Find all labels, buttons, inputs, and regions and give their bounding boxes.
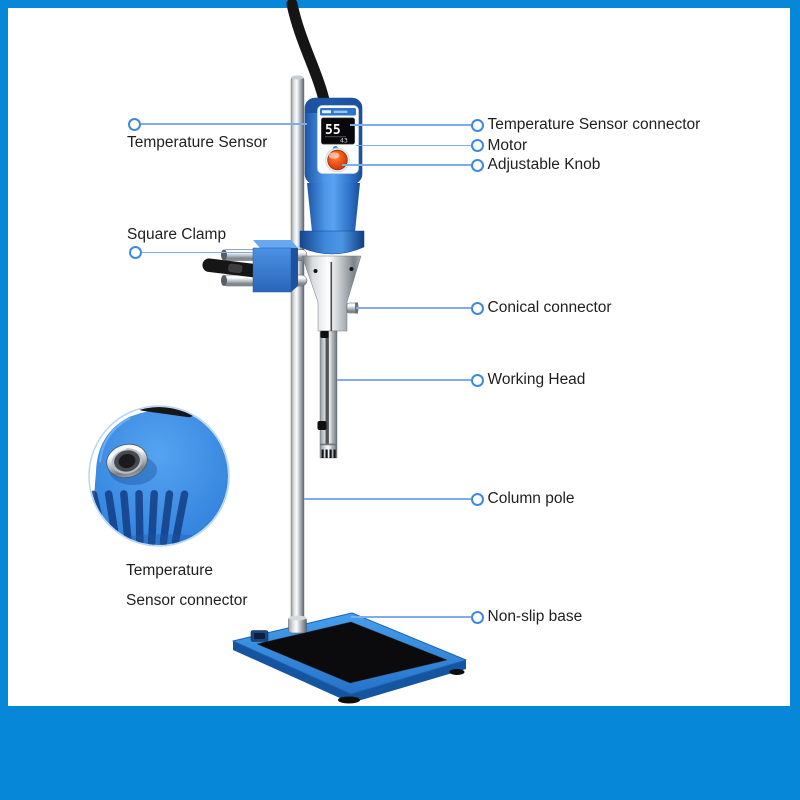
leader-line — [303, 498, 471, 500]
zoom-inset-circle — [88, 405, 230, 547]
inset-cable-cap — [136, 407, 197, 418]
inset-caption-line1: Temperature — [126, 562, 214, 579]
callout-square-clamp: Square Clamp — [127, 226, 227, 243]
frame-bottom-band — [0, 706, 800, 800]
leader-line — [356, 144, 471, 147]
callout-adjustable-knob: Adjustable Knob — [487, 156, 601, 173]
leader-line — [356, 307, 471, 309]
callout-motor: Motor — [487, 136, 528, 154]
callout-non-slip-base: Non-slip base — [487, 608, 583, 625]
clamp-knob-graphic — [202, 258, 261, 278]
callout-marker — [471, 373, 484, 387]
frame-left-bar — [0, 0, 8, 800]
callout-marker — [128, 246, 142, 259]
working-head-graphic — [317, 330, 338, 459]
callout-temperature-sensor-connector: Temperature Sensor connector — [487, 116, 701, 133]
leader-line — [350, 124, 471, 126]
callout-temperature-sensor: Temperature Sensor — [127, 134, 268, 151]
column-pole-graphic — [290, 75, 305, 623]
power-cable-graphic — [286, 0, 331, 110]
callout-marker — [471, 492, 484, 506]
leader-line — [337, 379, 471, 381]
lcd-sub-value: 43 — [340, 137, 348, 145]
callout-marker — [471, 139, 484, 152]
leader-line — [141, 123, 307, 125]
inset-caption-line2: Sensor connector — [126, 592, 248, 609]
leader-line — [141, 251, 253, 254]
sensor-port-graphic — [106, 443, 148, 479]
callout-marker — [471, 158, 484, 172]
callout-column-pole: Column pole — [487, 490, 575, 507]
leader-line — [342, 164, 471, 166]
conical-connector-graphic — [301, 255, 362, 332]
non-slip-pad-graphic — [256, 621, 448, 684]
callout-marker — [127, 117, 141, 131]
motor-unit-graphic: 55 43 — [299, 97, 365, 459]
callout-working-head: Working Head — [487, 371, 586, 388]
frame-top-bar — [0, 0, 800, 8]
lcd-main-value: 55 — [325, 123, 341, 138]
frame-right-bar — [790, 0, 800, 800]
lcd-display — [321, 117, 355, 145]
callout-marker — [471, 610, 484, 624]
callout-marker — [471, 301, 484, 315]
callout-conical-connector: Conical connector — [487, 299, 612, 316]
square-clamp-graphic — [202, 240, 308, 293]
callout-marker — [471, 118, 484, 132]
non-slip-base-graphic — [232, 612, 467, 704]
leader-line — [351, 616, 471, 618]
